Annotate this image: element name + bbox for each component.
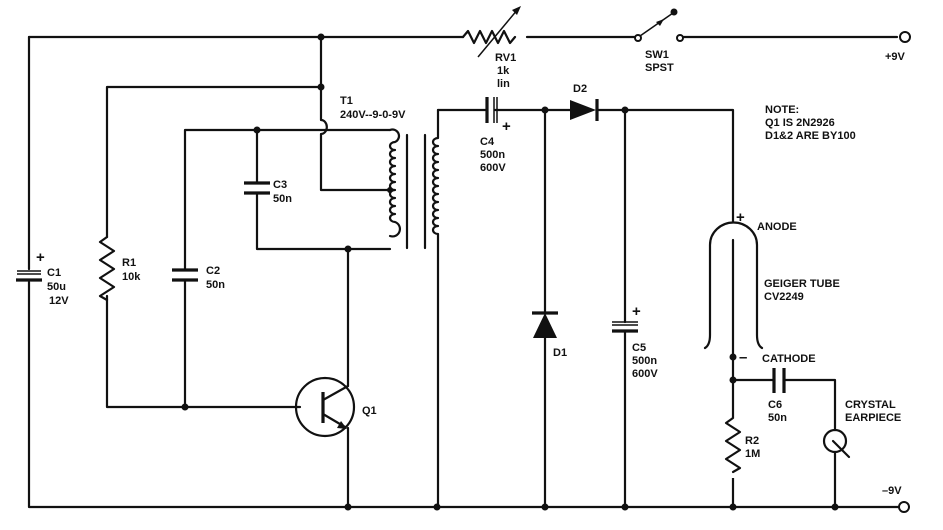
r2-ref: R2 [745,435,759,447]
anode-label: ANODE [757,221,797,233]
sw1-switch [634,8,684,42]
plus9v-label: +9V [885,51,906,63]
c1-value: 50u [47,281,66,293]
anode-sign: + [736,209,745,226]
d1-diode [532,311,558,338]
c1-capacitor [16,270,42,282]
r2-resistor [724,416,742,474]
c6-ref: C6 [768,399,782,411]
c2-ref: C2 [206,265,220,277]
earpiece-label-2: EARPIECE [845,412,901,424]
terminal-plus9v [899,31,911,43]
sw1-type: SPST [645,62,674,74]
sw1-ref: SW1 [645,49,669,61]
minus9v-label: –9V [882,485,902,497]
c4-capacitor [485,97,498,123]
c3-ref: C3 [273,179,287,191]
wire-r1-branch [105,35,323,409]
note-title: NOTE: [765,104,799,116]
c4-value: 500n [480,149,505,161]
c1-ref: C1 [47,267,61,279]
c3-value: 50n [273,193,292,205]
c5-rating: 600V [632,368,658,380]
c5-polarity: + [632,303,641,320]
wire-output [731,378,837,509]
r1-ref: R1 [122,257,136,269]
r1-resistor [98,235,116,302]
c4-ref: C4 [480,136,495,148]
cathode-label: CATHODE [762,353,816,365]
c1-polarity: + [36,249,45,266]
r2-value: 1M [745,448,760,460]
c5-capacitor [612,321,638,333]
tube-type: CV2249 [764,291,804,303]
t1-transformer [388,108,440,509]
rv1-taper: lin [497,78,510,90]
note-line2: D1&2 ARE BY100 [765,130,856,142]
junction-dots [181,33,839,511]
rv1-potentiometer [461,6,521,58]
c1-rating: 12V [49,295,69,307]
c5-value: 500n [632,355,657,367]
rv1-ref: RV1 [495,52,516,64]
d2-diode [570,99,599,121]
c3-capacitor [244,181,270,195]
rv1-value: 1k [497,65,510,77]
wire-oscillator [183,128,392,509]
q1-transistor [294,376,356,438]
wire-primary-tap [319,85,392,192]
wire-left-bottom-rail [27,35,905,509]
q1-ref: Q1 [362,405,377,417]
r1-value: 10k [122,271,141,283]
c4-polarity: + [502,118,511,135]
r2-background [727,418,739,478]
t1-value: 240V--9-0-9V [340,109,406,121]
d1-ref: D1 [553,347,567,359]
c5-ref: C5 [632,342,646,354]
terminal-minus9v [898,501,910,513]
earpiece-label-1: CRYSTAL [845,399,896,411]
wire-hv [436,108,735,509]
c4-rating: 600V [480,162,506,174]
c6-value: 50n [768,412,787,424]
c2-value: 50n [206,279,225,291]
crystal-earpiece [822,428,851,459]
t1-ref: T1 [340,95,353,107]
d2-ref: D2 [573,83,587,95]
c6-capacitor [772,368,786,393]
tube-name: GEIGER TUBE [764,278,840,290]
cathode-sign: – [739,349,747,366]
c2-capacitor [172,268,198,282]
note-line1: Q1 IS 2N2926 [765,117,835,129]
